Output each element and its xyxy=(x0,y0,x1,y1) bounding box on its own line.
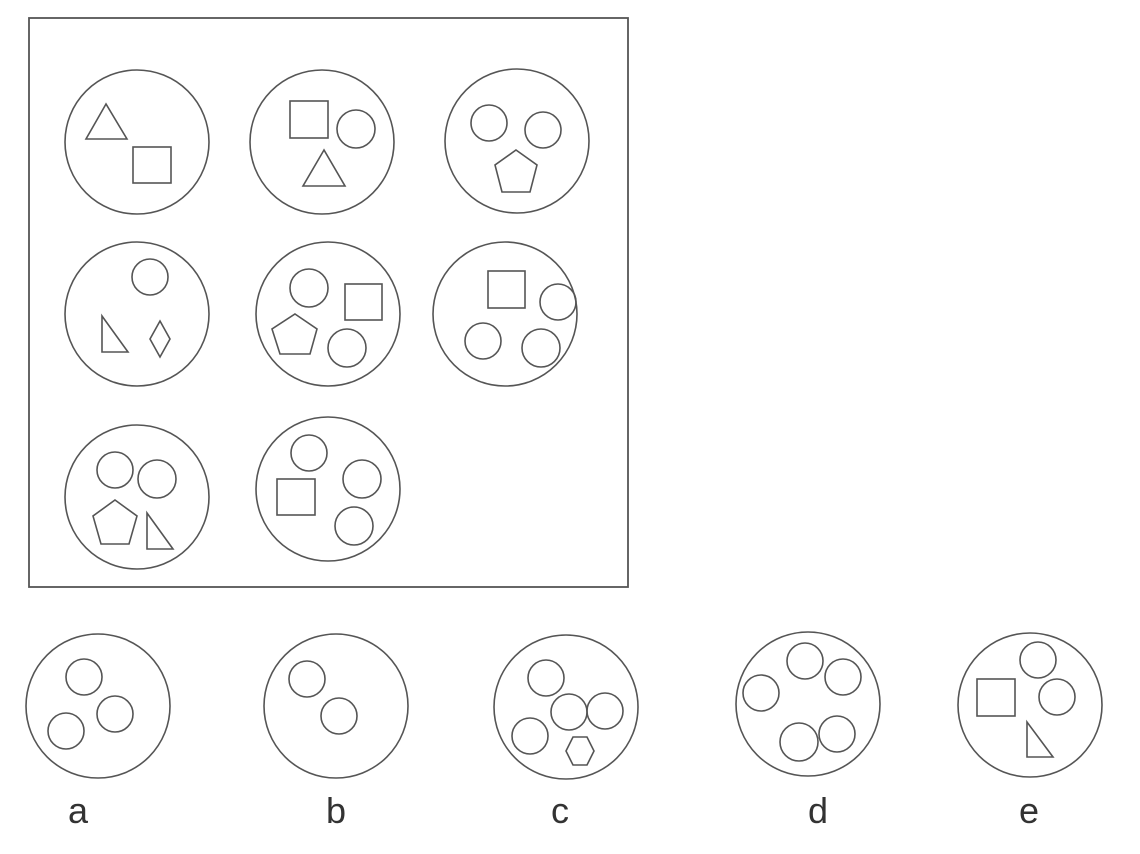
square-shape xyxy=(344,283,383,321)
circle-shape xyxy=(786,642,824,680)
pentagon-shape xyxy=(271,313,318,355)
right-triangle-shape xyxy=(146,510,175,550)
triangle-shape xyxy=(301,148,347,187)
square-shape xyxy=(976,678,1016,717)
circle-shape xyxy=(818,715,856,753)
triangle-shape xyxy=(84,102,129,140)
right-triangle-shape xyxy=(101,313,130,353)
grid-cell-r3c2 xyxy=(255,416,401,562)
circle-shape xyxy=(550,693,588,731)
cell-circle xyxy=(249,69,395,215)
option-a[interactable]: a xyxy=(25,633,171,831)
square-shape xyxy=(132,146,172,184)
cell-circle xyxy=(432,241,578,387)
grid-cell-r2c2 xyxy=(255,241,401,387)
option-b[interactable]: b xyxy=(263,633,409,831)
pentagon-shape xyxy=(92,499,138,545)
right-triangle-shape xyxy=(1026,719,1055,758)
circle-shape xyxy=(96,695,134,733)
circle-shape xyxy=(288,660,326,698)
grid-cell-r2c3 xyxy=(432,241,578,387)
option-circle xyxy=(735,631,881,777)
cell-circle xyxy=(255,416,401,562)
option-circle xyxy=(493,634,639,780)
option-label-b: b xyxy=(326,790,346,831)
option-e[interactable]: e xyxy=(957,632,1103,831)
circle-shape xyxy=(524,111,562,149)
grid-cell-r1c2 xyxy=(249,69,395,215)
circle-shape xyxy=(1038,678,1076,716)
cell-circle xyxy=(64,424,210,570)
cell-circle xyxy=(64,241,210,387)
grid-cell-r1c1 xyxy=(64,69,210,215)
circle-shape xyxy=(336,109,376,149)
cell-circle xyxy=(255,241,401,387)
square-shape xyxy=(289,100,329,139)
circle-shape xyxy=(342,459,382,499)
grid-cell-r1c3 xyxy=(444,68,590,214)
circle-shape xyxy=(824,658,862,696)
option-label-a: a xyxy=(68,790,89,831)
circle-shape xyxy=(137,459,177,499)
option-circle xyxy=(957,632,1103,778)
circle-shape xyxy=(511,717,549,755)
circle-shape xyxy=(290,434,328,472)
circle-shape xyxy=(464,322,502,360)
circle-shape xyxy=(742,674,780,712)
circle-shape xyxy=(539,283,577,321)
circle-shape xyxy=(65,658,103,696)
circle-shape xyxy=(327,328,367,368)
circle-shape xyxy=(586,692,624,730)
hexagon-shape xyxy=(565,736,595,766)
grid-cell-r2c1 xyxy=(64,241,210,387)
cell-circle xyxy=(64,69,210,215)
option-circle xyxy=(263,633,409,779)
circle-shape xyxy=(334,506,374,546)
circle-shape xyxy=(47,712,85,750)
diamond-shape xyxy=(149,319,171,359)
cell-circle xyxy=(444,68,590,214)
pentagon-shape xyxy=(494,149,538,193)
circle-shape xyxy=(527,659,565,697)
option-label-d: d xyxy=(808,790,828,831)
puzzle-grid-frame xyxy=(28,17,629,588)
circle-shape xyxy=(779,722,819,762)
option-label-e: e xyxy=(1019,790,1039,831)
circle-shape xyxy=(131,258,169,296)
option-circle xyxy=(25,633,171,779)
option-c[interactable]: c xyxy=(493,634,639,831)
circle-shape xyxy=(289,268,329,308)
grid-cell-r3c1 xyxy=(64,424,210,570)
option-label-c: c xyxy=(551,790,569,831)
circle-shape xyxy=(470,104,508,142)
square-shape xyxy=(487,270,526,309)
square-shape xyxy=(276,478,316,516)
circle-shape xyxy=(1019,641,1057,679)
option-d[interactable]: d xyxy=(735,631,881,831)
circle-shape xyxy=(96,451,134,489)
circle-shape xyxy=(320,697,358,735)
circle-shape xyxy=(521,328,561,368)
